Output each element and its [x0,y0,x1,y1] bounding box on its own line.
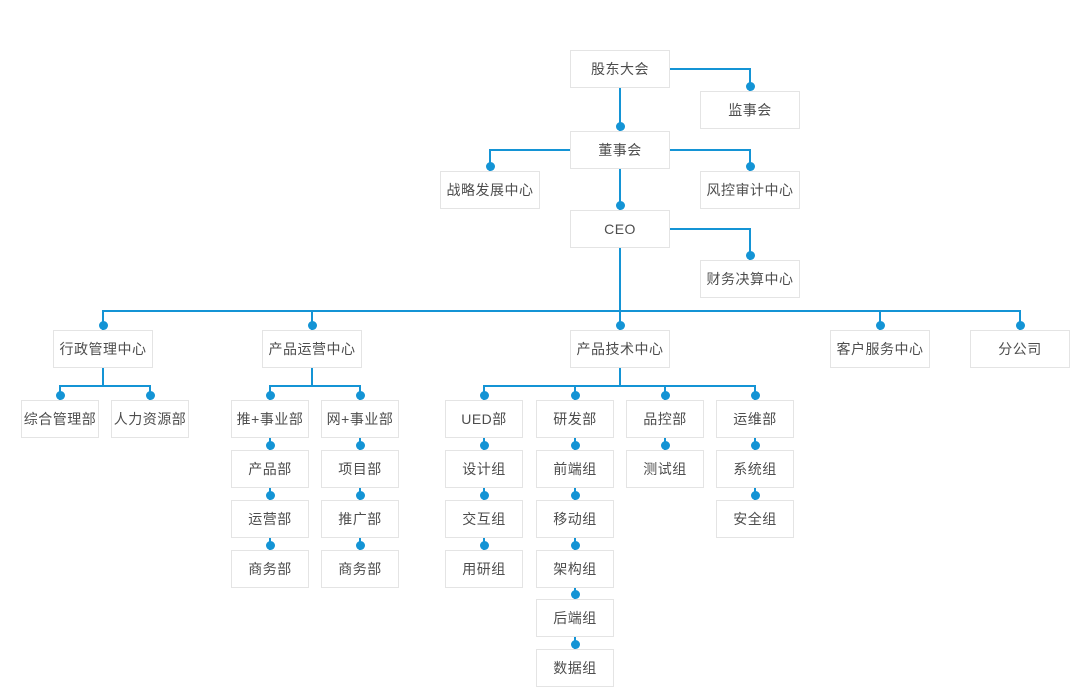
connector-line [102,368,104,387]
org-node-data-group[interactable]: 数据组 [536,649,614,687]
org-node-general-mgmt-dept[interactable]: 综合管理部 [21,400,99,438]
org-node-rd-dept[interactable]: 研发部 [536,400,614,438]
connector-dot [570,390,580,400]
connector-line [103,310,1020,312]
connector-line [879,310,881,330]
connector-line [670,149,750,151]
connector-dot [750,490,760,500]
connector-dot [479,540,489,550]
org-node-product-dept[interactable]: 产品部 [231,450,309,488]
connector-line [619,88,621,131]
org-node-product-op-center[interactable]: 产品运营中心 [262,330,362,368]
connector-line [1019,310,1021,330]
connector-dot [265,440,275,450]
org-node-tui-division[interactable]: 推+事业部 [231,400,309,438]
connector-dot [479,490,489,500]
connector-dot [98,320,108,330]
connector-dot [745,81,755,91]
org-node-ceo[interactable]: CEO [570,210,670,248]
org-node-business-dept-2[interactable]: 商务部 [321,550,399,588]
org-node-om-dept[interactable]: 运维部 [716,400,794,438]
org-node-product-tech-center[interactable]: 产品技术中心 [570,330,670,368]
connector-line [490,149,570,151]
org-node-strategy-dev-center[interactable]: 战略发展中心 [440,171,540,209]
connector-dot [570,490,580,500]
org-node-finance-center[interactable]: 财务决算中心 [700,260,800,298]
org-node-ued-dept[interactable]: UED部 [445,400,523,438]
org-node-business-dept-1[interactable]: 商务部 [231,550,309,588]
org-node-qc-dept[interactable]: 品控部 [626,400,704,438]
connector-dot [55,390,65,400]
connector-line [311,310,313,330]
connector-dot [485,161,495,171]
connector-line [102,310,104,330]
connector-dot [355,390,365,400]
connector-dot [745,250,755,260]
org-node-frontend-group[interactable]: 前端组 [536,450,614,488]
connector-line [619,169,621,210]
connector-dot [615,200,625,210]
org-node-hr-dept[interactable]: 人力资源部 [111,400,189,438]
connector-dot [265,390,275,400]
org-node-system-group[interactable]: 系统组 [716,450,794,488]
connector-dot [479,390,489,400]
connector-dot [265,490,275,500]
org-node-branch-company[interactable]: 分公司 [970,330,1070,368]
org-node-admin-center[interactable]: 行政管理中心 [53,330,153,368]
org-node-design-group[interactable]: 设计组 [445,450,523,488]
connector-line [311,368,313,387]
connector-dot [750,440,760,450]
connector-dot [745,161,755,171]
org-node-promotion-dept[interactable]: 推广部 [321,500,399,538]
connector-dot [570,540,580,550]
connector-dot [875,320,885,330]
org-node-board-of-directors[interactable]: 董事会 [570,131,670,169]
connector-line [619,248,621,330]
connector-line [670,68,750,70]
org-node-wang-division[interactable]: 网+事业部 [321,400,399,438]
connector-dot [355,490,365,500]
connector-line [749,68,751,91]
org-node-customer-service-center[interactable]: 客户服务中心 [830,330,930,368]
org-node-operation-dept[interactable]: 运营部 [231,500,309,538]
connector-dot [355,540,365,550]
org-node-test-group[interactable]: 测试组 [626,450,704,488]
org-node-backend-group[interactable]: 后端组 [536,599,614,637]
org-node-shareholders-meeting[interactable]: 股东大会 [570,50,670,88]
connector-dot [479,440,489,450]
connector-dot [570,440,580,450]
connector-dot [570,639,580,649]
connector-line [489,149,491,171]
org-node-architecture-group[interactable]: 架构组 [536,550,614,588]
connector-dot [660,440,670,450]
connector-dot [750,390,760,400]
connector-dot [1015,320,1025,330]
connector-dot [570,589,580,599]
connector-dot [265,540,275,550]
org-node-project-dept[interactable]: 项目部 [321,450,399,488]
connector-line [270,385,360,387]
connector-dot [615,320,625,330]
org-node-security-group[interactable]: 安全组 [716,500,794,538]
connector-dot [307,320,317,330]
org-node-mobile-group[interactable]: 移动组 [536,500,614,538]
org-node-supervisory-board[interactable]: 监事会 [700,91,800,129]
connector-line [60,385,150,387]
connector-line [749,149,751,171]
connector-line [619,368,621,387]
org-node-interaction-group[interactable]: 交互组 [445,500,523,538]
org-node-user-research-group[interactable]: 用研组 [445,550,523,588]
org-node-risk-audit-center[interactable]: 风控审计中心 [700,171,800,209]
connector-line [670,228,750,230]
connector-dot [660,390,670,400]
connector-dot [355,440,365,450]
connector-dot [615,121,625,131]
connector-line [749,228,751,260]
connector-dot [145,390,155,400]
